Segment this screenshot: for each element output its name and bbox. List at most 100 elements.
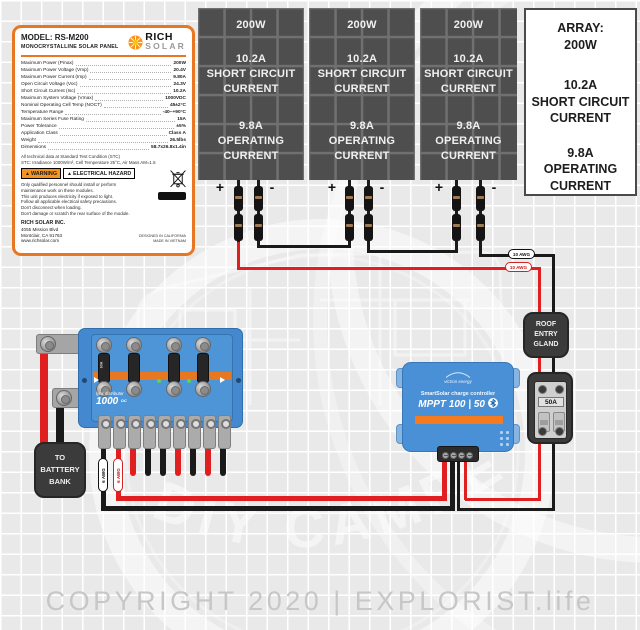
wire-segment [236,266,541,270]
polarity-plus-label: + [327,179,337,195]
wire-segment [463,458,467,500]
ring-terminal [157,415,171,449]
to-battery-bank-box: TO BATTTERY BANK [34,442,86,498]
lynx-busbar [93,372,231,380]
victron-swoosh-icon [445,372,471,378]
busbar-stub-wire [145,446,151,476]
warning-badge: ▲WARNING [21,168,62,180]
busbar-stub-wire [175,446,181,476]
roof-entry-gland: ROOF ENTRY GLAND [523,312,569,358]
mc4-connector-icon [253,214,263,241]
ring-terminal [172,415,186,449]
mount-hole [82,378,87,383]
stc-notes: All technical data at Standard Test Cond… [21,154,156,165]
brand-line1: RICH [145,31,173,43]
wire-segment [366,250,458,253]
wire-segment [115,495,447,501]
fuse [197,353,209,383]
spec-table: Maximum Power (Pmax)200W Maximum Power V… [21,61,186,150]
mppt-model: MPPT 100 | 50 [403,398,513,410]
pv-negative-gauge-label: 10 AWG [508,249,535,259]
busbar-stub-wire [130,446,136,476]
pv-positive-gauge-label: 10 AWG [505,262,532,272]
mc4-connector-icon [475,214,485,241]
terminal-marking [500,431,503,434]
battery-positive-cable [39,349,48,446]
lynx-distributor: 60A lynx distributor 1000 DC [78,328,243,449]
mppt-product-name: SmartSolar charge controller [420,391,496,397]
battery-positive-lug [36,334,90,354]
sun-icon [128,34,143,50]
warning-row: ▲WARNING ▲ELECTRICAL HAZARD [21,168,150,180]
mc4-connector-icon [363,214,373,241]
terminal-marking [500,437,503,440]
company-address2: Montclair, CA 91763 [21,232,63,238]
busbar-stub-wire [160,446,166,476]
wire-segment [456,507,555,511]
wire-segment [256,245,351,248]
polarity-minus-label: - [379,179,385,195]
bluetooth-icon [487,398,498,408]
bolt-icon [126,381,142,397]
mc4-connector-icon [475,186,485,211]
bolt-icon [40,336,56,352]
copyright-text: COPYRIGHT 2020 | EXPLORIST.life [45,586,595,616]
mc4-connector-icon [345,186,354,211]
busbar-stub-wire [205,446,211,476]
bolt-icon [195,381,211,397]
label-black-bar [158,192,186,201]
ring-terminal [142,415,156,449]
panel-type: MONOCRYSTALLINE SOLAR PANEL [21,44,119,50]
model-number: MODEL: RS-M200 [21,33,89,42]
polarity-minus-label: - [269,179,275,195]
bolt-icon [56,390,72,406]
mount-hole [236,378,241,383]
safety-instructions: Only qualified personnel should install … [21,182,130,216]
terminal-marking [500,443,503,446]
terminal-marking [506,437,509,440]
electrical-hazard-badge: ▲ELECTRICAL HAZARD [63,168,136,180]
mc4-connector-icon [345,214,354,241]
arrow-icon [220,377,225,383]
bolt-icon [195,337,211,353]
wire-segment [236,242,240,269]
status-led [187,379,191,383]
brand-line2: SOLAR [145,41,186,51]
breaker-rating: 50A [538,397,564,407]
company-website: www.richsolar.com [21,238,60,244]
battery-positive-gauge-label: 6 AWG [113,458,123,492]
terminal-marking [506,431,509,434]
polarity-plus-label: + [215,179,225,195]
mppt-body: victron energy SmartSolar charge control… [402,362,514,452]
breaker-terminal [537,384,547,394]
ring-terminal [127,415,141,449]
wire-segment [441,456,447,498]
rich-solar-logo: RICH SOLAR [128,31,186,51]
mc4-connector-icon [233,214,243,241]
company-name: RICH SOLAR INC. [21,220,66,227]
mppt-orange-stripe [415,416,503,424]
busbar-stub-wire [220,446,226,476]
wire-segment [100,505,455,511]
mppt-charge-controller: victron energy SmartSolar charge control… [396,360,520,462]
warning-triangle-icon: ▲ [67,170,72,177]
terminal-screw [442,451,449,459]
bolt-icon [96,337,112,353]
terminal-marking [506,443,509,446]
panel-spec-label: MODEL: RS-M200 MONOCRYSTALLINE SOLAR PAN… [12,25,195,256]
victron-logo: victron energy [403,372,513,384]
company-address1: 4055 Mission Blvd [21,226,59,232]
breaker-faceplate: 50A [534,381,567,439]
breaker-terminal [554,427,564,436]
bolt-icon [126,337,142,353]
mc4-connector-icon [253,186,263,211]
wire-segment [537,436,541,501]
fuse-60a: 60A [98,353,110,383]
warning-triangle-icon: ▲ [25,170,30,177]
made-in-note: DESIGNED IN CALIFORNIA MADE IN VIETNAM [138,234,186,244]
